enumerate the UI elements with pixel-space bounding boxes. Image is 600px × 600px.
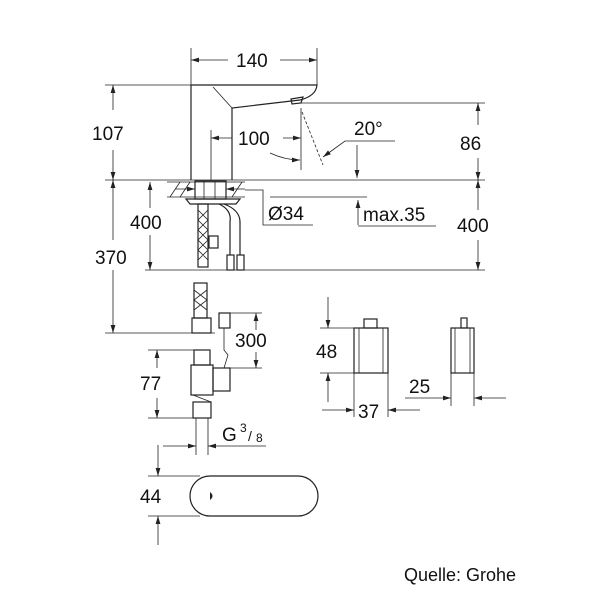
- dim-77: 77: [140, 349, 200, 419]
- dim-label: G: [222, 425, 237, 446]
- svg-text:/: /: [248, 428, 252, 444]
- dim-label: max.35: [363, 205, 425, 226]
- dim-300: 300: [222, 312, 267, 369]
- dim-25: 25: [405, 373, 506, 406]
- dim-label: 300: [235, 331, 267, 352]
- dim-label: 37: [358, 402, 379, 423]
- dim-140: 140: [190, 48, 318, 85]
- lower-hose: [191, 282, 231, 369]
- dim-label: 86: [460, 134, 481, 155]
- dim-label: 20°: [354, 119, 383, 140]
- source-credit: Quelle: Grohe: [404, 565, 517, 585]
- dim-deck-thickness: max.35: [270, 196, 436, 227]
- dim-label: 370: [95, 248, 127, 269]
- dim-400-left: 400: [130, 182, 162, 270]
- dim-label: 107: [92, 124, 124, 145]
- dim-107: 107: [92, 84, 191, 180]
- control-box-side: [450, 317, 475, 374]
- dim-label: 3: [240, 421, 247, 435]
- dim-label: 44: [140, 487, 162, 508]
- dim-label: 48: [316, 342, 337, 363]
- supply-hose: [197, 203, 245, 271]
- dim-400-right: 400: [457, 180, 489, 270]
- deck-mount: [167, 180, 245, 205]
- dim-86: 86: [300, 102, 485, 180]
- dim-label: 100: [238, 129, 270, 150]
- dim-370: 370: [95, 180, 215, 334]
- dim-label: 400: [457, 216, 489, 237]
- dim-37: 37: [322, 373, 420, 423]
- dim-label: 140: [236, 51, 268, 72]
- dim-label: 8: [256, 431, 263, 445]
- dim-100: 100: [210, 108, 302, 180]
- solenoid-valve: [190, 349, 231, 419]
- dim-thread: G 3 / 8: [163, 418, 266, 455]
- dim-label: 77: [140, 374, 161, 395]
- dim-label: 25: [409, 377, 430, 398]
- dim-hole-diameter: Ø34: [245, 189, 313, 226]
- dim-spray-angle: 20°: [301, 111, 395, 178]
- dim-44: 44: [140, 445, 200, 545]
- dim-label: 400: [130, 213, 162, 234]
- dim-label: Ø34: [268, 204, 304, 225]
- dim-48: 48: [316, 297, 354, 402]
- base-plate-top-view: [189, 475, 319, 517]
- control-box-front: [353, 318, 389, 374]
